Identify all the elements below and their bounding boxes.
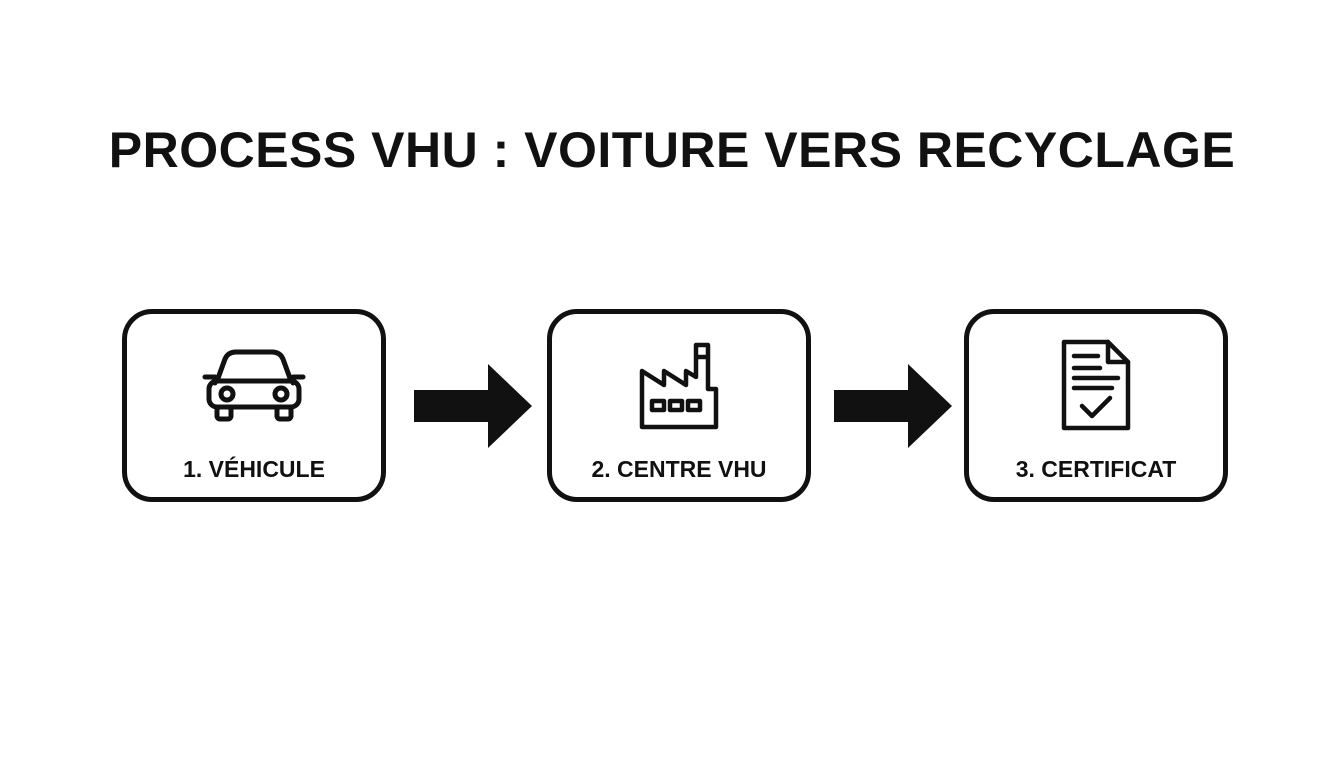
step-box-vehicle: 1. VÉHICULE (122, 309, 386, 502)
diagram-title: PROCESS VHU : VOITURE VERS RECYCLAGE (108, 122, 1236, 178)
car-icon (127, 336, 381, 436)
step-label: 1. VÉHICULE (183, 456, 325, 482)
step-label: 3. CERTIFICAT (1015, 456, 1177, 482)
step-label: 2. CENTRE VHU (591, 456, 767, 482)
arrow-right-icon (834, 364, 952, 453)
certificate-document-icon (969, 336, 1223, 436)
arrow-right-icon (414, 364, 532, 453)
step-box-recycling-center: 2. CENTRE VHU (547, 309, 811, 502)
factory-icon (552, 336, 806, 436)
step-box-certificate: 3. CERTIFICAT (964, 309, 1228, 502)
